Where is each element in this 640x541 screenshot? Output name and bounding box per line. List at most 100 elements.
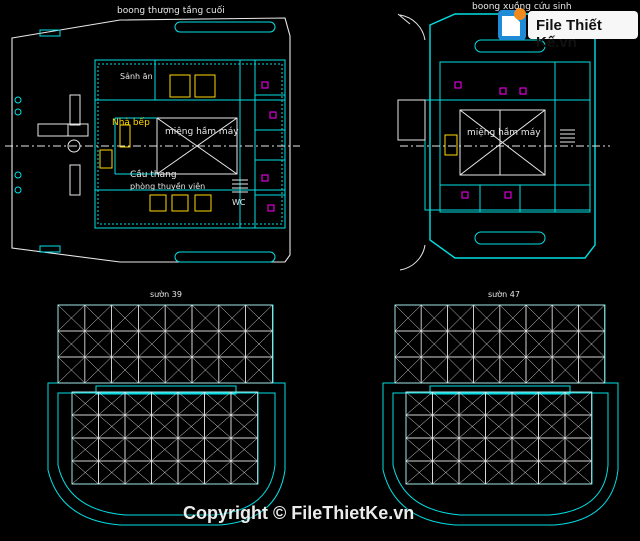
deck-left-title: boong thượng tầng cuối	[117, 6, 225, 16]
section-right-truss-grid	[394, 304, 605, 485]
truss-brace	[473, 356, 500, 384]
truss-brace	[525, 356, 553, 384]
truss-brace	[177, 414, 205, 439]
truss-brace	[245, 304, 273, 332]
truss-cell	[578, 356, 605, 384]
truss-brace	[525, 330, 553, 358]
truss-brace	[564, 414, 592, 439]
truss-brace	[538, 460, 566, 485]
truss-brace	[165, 304, 193, 332]
truss-brace	[71, 414, 99, 439]
truss-brace	[165, 356, 193, 384]
truss-brace	[511, 460, 539, 485]
truss-brace	[552, 330, 579, 358]
truss-brace	[57, 356, 85, 384]
truss-brace	[191, 356, 219, 384]
truss-brace	[432, 391, 460, 416]
truss-brace	[394, 304, 422, 332]
truss-brace	[432, 460, 460, 485]
deck-right-title: boong xuồng cứu sinh	[472, 2, 572, 12]
truss-brace	[511, 437, 539, 462]
section-right-title: sườn 47	[488, 290, 520, 299]
truss-brace	[218, 356, 246, 384]
truss-brace	[447, 356, 474, 384]
truss-brace	[552, 356, 579, 384]
truss-brace	[57, 304, 85, 332]
room-stair: Cầu thang	[130, 170, 177, 180]
truss-cell	[245, 356, 273, 384]
truss-brace	[138, 330, 166, 358]
truss-brace	[151, 460, 179, 485]
truss-brace	[151, 391, 179, 416]
truss-brace	[511, 391, 539, 416]
truss-brace	[191, 304, 219, 332]
truss-brace	[165, 330, 193, 358]
truss-brace	[432, 414, 460, 439]
truss-brace	[177, 391, 205, 416]
truss-brace	[421, 330, 448, 358]
truss-brace	[204, 414, 232, 439]
section-left-title: sườn 39	[150, 290, 182, 299]
truss-brace	[564, 437, 592, 462]
truss-brace	[230, 460, 258, 485]
truss-brace	[151, 414, 179, 439]
truss-brace	[245, 356, 273, 384]
truss-brace	[405, 414, 433, 439]
truss-brace	[473, 330, 500, 358]
truss-brace	[564, 460, 592, 485]
truss-brace	[538, 414, 566, 439]
truss-brace	[473, 304, 500, 332]
truss-brace	[458, 391, 486, 416]
truss-brace	[98, 437, 126, 462]
truss-brace	[511, 414, 539, 439]
filethietke-logo-icon	[498, 8, 638, 40]
room-wc: WC	[232, 198, 246, 207]
truss-brace	[485, 460, 513, 485]
room-mess: Sảnh ăn	[120, 72, 153, 81]
truss-brace	[578, 304, 605, 332]
truss-brace	[485, 391, 513, 416]
truss-brace	[98, 460, 126, 485]
truss-brace	[177, 437, 205, 462]
truss-brace	[394, 356, 422, 384]
truss-brace	[124, 414, 152, 439]
truss-brace	[394, 330, 422, 358]
room-crew: phòng thuyền viên	[130, 182, 206, 191]
truss-brace	[111, 304, 139, 332]
truss-brace	[98, 414, 126, 439]
truss-brace	[204, 460, 232, 485]
truss-brace	[57, 330, 85, 358]
truss-brace	[124, 460, 152, 485]
truss-brace	[111, 356, 139, 384]
truss-brace	[552, 304, 579, 332]
truss-brace	[499, 304, 527, 332]
truss-brace	[564, 391, 592, 416]
truss-brace	[421, 304, 448, 332]
truss-brace	[405, 391, 433, 416]
truss-brace	[204, 391, 232, 416]
truss-brace	[124, 391, 152, 416]
truss-brace	[447, 304, 474, 332]
truss-brace	[71, 437, 99, 462]
truss-brace	[230, 414, 258, 439]
deck-plan-right	[397, 13, 610, 271]
truss-brace	[458, 460, 486, 485]
room-kitchen: Nhà bếp	[112, 118, 150, 128]
truss-brace	[538, 437, 566, 462]
truss-brace	[177, 460, 205, 485]
truss-brace	[138, 304, 166, 332]
truss-brace	[499, 356, 527, 384]
truss-brace	[84, 356, 112, 384]
truss-brace	[191, 330, 219, 358]
truss-brace	[151, 437, 179, 462]
truss-brace	[138, 356, 166, 384]
truss-brace	[578, 356, 605, 384]
truss-brace	[432, 437, 460, 462]
section-left-truss-grid	[57, 304, 273, 485]
truss-brace	[218, 330, 246, 358]
truss-cell	[564, 460, 592, 485]
truss-brace	[525, 304, 553, 332]
truss-brace	[218, 304, 246, 332]
truss-brace	[230, 437, 258, 462]
truss-brace	[499, 330, 527, 358]
